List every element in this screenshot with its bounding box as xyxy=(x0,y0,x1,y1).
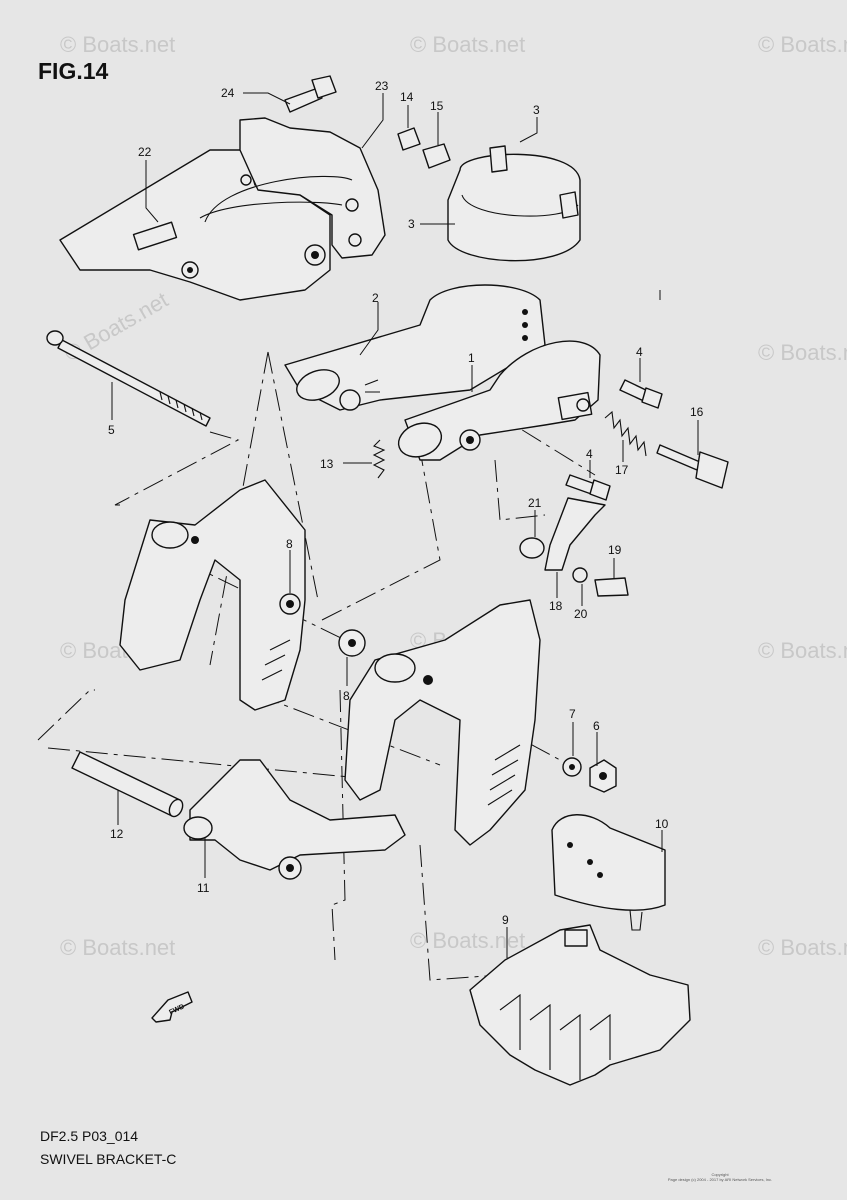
callout-numbers: 24 23 14 15 3 22 3 2 1 4 16 5 13 17 4 21… xyxy=(108,79,704,927)
knob-16 xyxy=(656,444,729,489)
callout: 16 xyxy=(690,405,704,419)
leader-lines xyxy=(111,92,699,958)
pin-12 xyxy=(71,751,184,818)
copyright-line-2: Page design (c) 2004 - 2017 by ARI Netwo… xyxy=(667,1177,773,1182)
model-code: DF2.5 P03_014 xyxy=(40,1128,139,1144)
callout: 23 xyxy=(375,79,389,93)
callout: 1 xyxy=(468,351,475,365)
callout: 22 xyxy=(138,145,152,159)
latch-assembly xyxy=(519,497,629,597)
callout: 5 xyxy=(108,423,115,437)
callout: 4 xyxy=(586,447,593,461)
watermark: © Boats.net xyxy=(758,32,847,57)
callout: 24 xyxy=(221,86,235,100)
callout: 3 xyxy=(408,217,415,231)
bushing-3 xyxy=(447,145,581,262)
washer-7 xyxy=(562,757,582,777)
callout: 11 xyxy=(197,881,210,895)
callout: 20 xyxy=(574,607,588,621)
watermark: © Boats.net xyxy=(410,928,525,953)
figure-name: SWIVEL BRACKET-C xyxy=(40,1151,177,1167)
stern-bracket-9 xyxy=(469,924,691,1086)
callout: 8 xyxy=(343,689,350,703)
copyright-notice: Copyright Page design (c) 2004 - 2017 by… xyxy=(620,1172,820,1182)
bolt-24 xyxy=(284,75,337,113)
callout: 17 xyxy=(615,463,629,477)
callout: 13 xyxy=(320,457,334,471)
figure-title: FIG.14 xyxy=(38,58,109,84)
swivel-bracket-1 xyxy=(397,340,601,461)
thrust-rod-11 xyxy=(183,759,406,880)
callout: 14 xyxy=(400,90,414,104)
washer-8 xyxy=(338,629,366,657)
nut-6 xyxy=(589,759,617,793)
spring-17 xyxy=(604,410,647,457)
callout: 9 xyxy=(502,913,509,927)
clamp-bracket-right xyxy=(344,599,541,846)
bolt-4-lower xyxy=(565,474,611,501)
watermark: © Boats.net xyxy=(758,340,847,365)
long-bolt-5 xyxy=(46,330,211,427)
callout: 18 xyxy=(549,599,563,613)
callout: 8 xyxy=(286,537,293,551)
copyright-line-1: Copyright xyxy=(711,1172,729,1177)
watermark: © Boats.net xyxy=(410,32,525,57)
callout: 7 xyxy=(569,707,576,721)
clamp-bracket-left xyxy=(119,479,306,711)
watermark: © Boats.net xyxy=(60,32,175,57)
watermark: © Boats.net xyxy=(758,638,847,663)
bolt-4-upper xyxy=(619,379,663,409)
fwd-arrow-icon: FWD xyxy=(151,991,193,1023)
spring-13 xyxy=(372,439,386,479)
callout: 4 xyxy=(636,345,643,359)
callout: 3 xyxy=(533,103,540,117)
clamp-bracket-upper xyxy=(59,117,386,301)
callout: 2 xyxy=(372,291,379,305)
watermark: © Boats.net xyxy=(60,935,175,960)
callout: 15 xyxy=(430,99,444,113)
watermark: © Boats.net xyxy=(758,935,847,960)
callout: 12 xyxy=(110,827,124,841)
callout: 19 xyxy=(608,543,622,557)
cushion-10 xyxy=(551,814,666,931)
swivel-bracket-2 xyxy=(284,284,546,411)
callout: 6 xyxy=(593,719,600,733)
pads-14-15 xyxy=(397,127,451,169)
callout: 21 xyxy=(528,496,542,510)
callout: 10 xyxy=(655,817,669,831)
